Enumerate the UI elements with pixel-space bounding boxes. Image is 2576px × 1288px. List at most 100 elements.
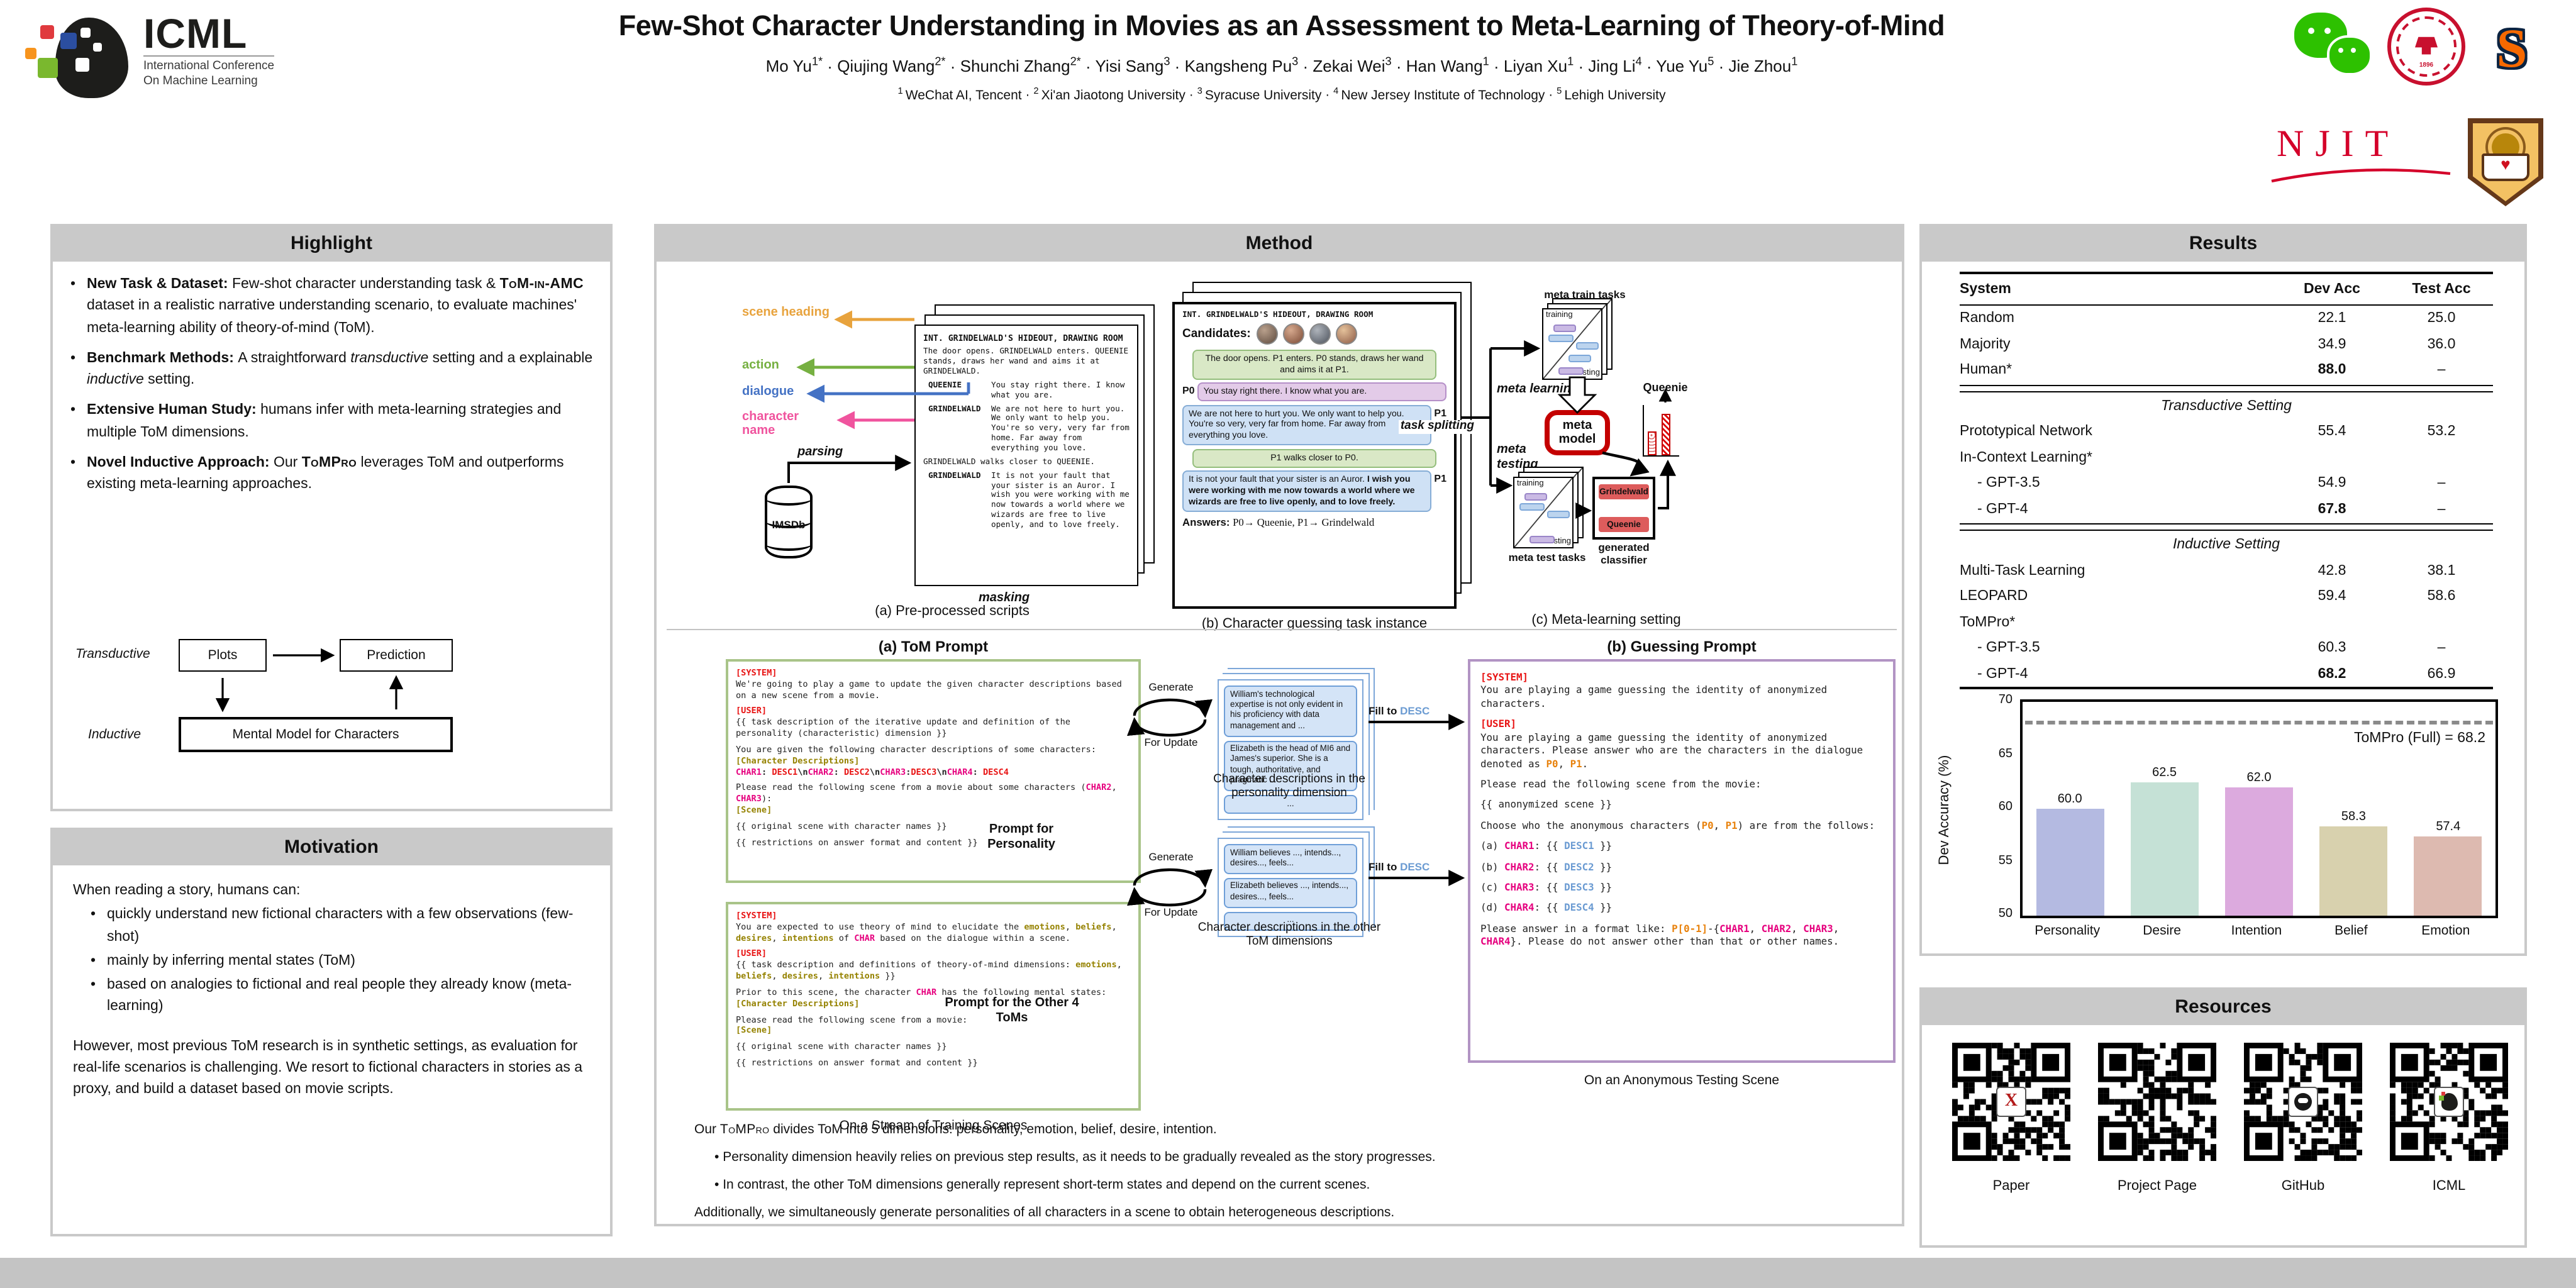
meta-train-tasks-label: meta train tasks [1544, 288, 1626, 301]
prompt-line: (a) CHAR1: {{ DESC1 }} [1480, 840, 1613, 852]
icml-head-icon [55, 18, 128, 98]
prompt-line: [Scene] [736, 1025, 772, 1036]
bubble-row: P1 walks closer to P0. [1182, 448, 1446, 468]
affiliation: 4 New Jersey Institute of Technology [1333, 84, 1545, 103]
author: Liyan Xu1 [1503, 55, 1574, 76]
motivation-bullet: •quickly understand new fictional charac… [91, 907, 574, 945]
bar-desire: 62.5 [2130, 766, 2199, 916]
prompt-line: (c) CHAR3: {{ DESC3 }} [1480, 882, 1613, 894]
prompt-line: You are expected to use theory of mind t… [736, 921, 1122, 943]
candidate-avatar [1309, 323, 1331, 345]
meta-learning-label: meta learning [1497, 382, 1579, 396]
y-tick: 55 [1998, 853, 2012, 867]
table-separator [1960, 523, 2493, 531]
prompt-line [1480, 916, 1883, 923]
label-dialogue: dialogue [742, 385, 794, 399]
qr-label: Paper [1992, 1179, 2030, 1194]
logo-square [60, 33, 77, 49]
prompt-line [736, 1053, 1131, 1058]
prompt-line: [USER] [736, 706, 767, 716]
description-card: Elizabeth is the head of MI6 and James's… [1224, 740, 1357, 791]
prompt-line: CHAR1: DESC1\nCHAR2: DESC2\nCHAR3:DESC3\… [736, 767, 1009, 777]
prompt-line: [Character Descriptions] [736, 755, 860, 766]
mini-bar-queenie [1662, 414, 1670, 455]
meta-model-box: meta model [1545, 410, 1610, 455]
prompt-line: Choose who the anonymous characters (P0,… [1480, 819, 1875, 831]
answers-line: Answers: P0→ Queenie, P1→ Grindelwald [1182, 515, 1375, 528]
icml-sub1: International Conference [143, 59, 275, 73]
prompt-line [1480, 711, 1883, 719]
author: Qiujing Wang2* [837, 55, 946, 76]
generate-label-2: Generate [1148, 850, 1194, 863]
bubble-row: It is not your fault that your sister is… [1182, 470, 1446, 512]
candidate-avatar [1283, 323, 1305, 345]
njit-logo: NJIT [2271, 123, 2460, 196]
arxiv-icon: X [1996, 1087, 2026, 1117]
qr-label: GitHub [2281, 1179, 2325, 1194]
dialogue-bubble: You stay right there. I know what you ar… [1197, 382, 1446, 402]
prompt-line: (b) CHAR2: {{ DESC2 }} [1480, 861, 1613, 873]
dialogue-bubbles: The door opens. P1 enters. P0 stands, dr… [1182, 350, 1446, 512]
qr-label: Project Page [2118, 1179, 2197, 1194]
for-update-label-2: For Update [1144, 906, 1198, 918]
reference-line [2025, 721, 2493, 725]
tompro-bullet-2: • In contrast, the other ToM dimensions … [714, 1177, 1370, 1192]
prompt-line: {{ original scene with character names }… [736, 1041, 947, 1052]
classifier-item: Queenie [1599, 517, 1649, 532]
prompt-line: {{ anonymized scene }} [1480, 799, 1613, 811]
prompt-line: Please read the following scene from a m… [736, 782, 1122, 804]
logo-square [93, 43, 102, 52]
prompt-for-personality-tag: Prompt for Personality [987, 823, 1055, 852]
bar-personality: 60.0 [2036, 792, 2104, 916]
candidate-avatar [1257, 323, 1279, 345]
qr-code-icml [2390, 1043, 2508, 1161]
prompt-line [736, 982, 1131, 987]
method-divider [667, 629, 1897, 630]
tom-prompt-box-other-toms: [SYSTEM]You are expected to use theory o… [726, 902, 1141, 1111]
prompt-line: (d) CHAR4: {{ DESC4 }} [1480, 902, 1613, 914]
meta-test-tasks-label: meta test tasks [1508, 551, 1586, 564]
generated-classifier-label: generated classifier [1598, 541, 1650, 566]
motivation-bullets: •quickly understand new fictional charac… [73, 905, 595, 1019]
prompt-line: {{ restrictions on answer format and con… [736, 1058, 978, 1069]
icml-logo: ICML International Conference On Machine… [23, 5, 400, 106]
prompt-line: [SYSTEM] [1480, 672, 1529, 683]
highlight-panel: •New Task & Dataset: Few-shot character … [50, 262, 613, 811]
score-mini-chart [1643, 405, 1679, 457]
x-tick-label: Desire [2143, 923, 2181, 938]
results-title: Results [2189, 232, 2258, 253]
author: Yue Yu5 [1656, 55, 1714, 76]
xjtu-seal-icon: 1896 [2387, 8, 2465, 86]
logo-square [75, 58, 89, 72]
stack1-caption: Character descriptions in the personalit… [1213, 772, 1365, 801]
x-tick-label: Emotion [2421, 923, 2470, 938]
motivation-panel: When reading a story, humans can: •quick… [50, 865, 613, 1236]
meta-train-task-card: training testing [1542, 308, 1602, 380]
bottom-band [0, 1258, 2576, 1288]
prompt-line: [SYSTEM] [736, 668, 777, 678]
description-card: William believes ..., intends..., desire… [1224, 844, 1357, 874]
parsing-label: parsing [797, 445, 843, 459]
method-panel: scene heading action dialogue character … [654, 262, 1904, 1226]
stack2-caption: Character descriptions in the other ToM … [1197, 921, 1381, 949]
motivation-bullet: •mainly by inferring mental states (ToM) [91, 953, 355, 969]
resources-header: Resources [1919, 987, 2527, 1025]
y-tick: 65 [1998, 747, 2012, 760]
script-action: The door opens. GRINDELWALD enters. QUEE… [923, 347, 1129, 376]
prompt-line: Prior to this scene, the character CHAR … [736, 987, 1107, 997]
prompt-line [736, 816, 1131, 821]
highlight-bullet: •Extensive Human Study: humans infer wit… [70, 402, 562, 440]
prompt-line: {{ task description of the iterative upd… [736, 717, 1076, 739]
prompt-line: [USER] [736, 948, 767, 959]
poster-title: Few-Shot Character Understanding in Movi… [618, 10, 1945, 42]
table-bottom-rule [1960, 687, 2493, 689]
affiliation: 3 Syracuse University [1197, 84, 1322, 103]
